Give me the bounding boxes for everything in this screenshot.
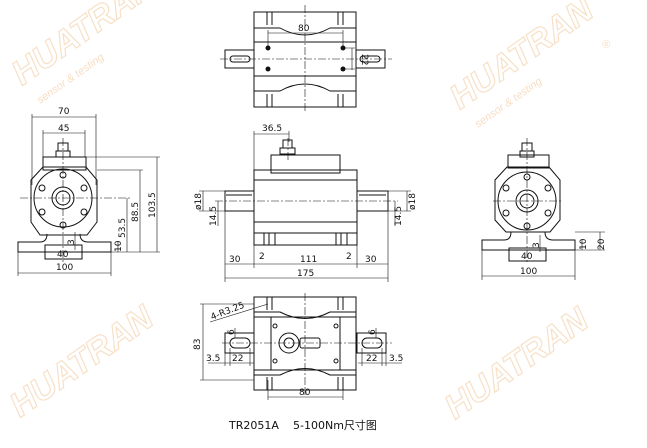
dim-10: 10: [114, 240, 124, 252]
top-view: 80 22: [220, 5, 392, 112]
dim-88-5: 88.5: [131, 202, 141, 222]
dim-103-5: 103.5: [148, 192, 158, 218]
front-view: 36.5 ø18 ø18 14.5 14.5 30 2 111 2 30 175: [194, 124, 418, 282]
dim-6-left: 6: [227, 329, 237, 335]
dim-22: 22: [359, 54, 369, 65]
dim-80: 80: [299, 388, 311, 398]
dim-111: 111: [300, 255, 317, 265]
dim-3: 3: [532, 242, 542, 248]
watermark-brand: HUATRAN: [438, 300, 597, 427]
dim-dia-18-right: ø18: [408, 193, 418, 210]
dim-30-right: 30: [365, 255, 377, 265]
watermark-registered: ®: [602, 39, 611, 51]
dim-2-right: 2: [346, 252, 352, 262]
watermark-logo: HUATRAN sensor & testing HUATRAN sensor …: [2, 0, 611, 427]
caption-model: TR2051A: [228, 419, 279, 432]
side-view-right: 3 10 20 40 100: [481, 138, 607, 280]
dim-22-right: 22: [366, 354, 377, 364]
dim-40: 40: [521, 252, 533, 262]
dim-10: 10: [579, 238, 589, 250]
side-view-left: 70 45 53.5 88.5 103.5 10 3 40 100: [17, 107, 160, 276]
bottom-view: 4-R3.25 83 6 6 3.5 22 22 3.5 80: [193, 293, 403, 400]
dim-30-left: 30: [229, 255, 241, 265]
dim-80: 80: [298, 24, 310, 34]
dim-6-right: 6: [368, 329, 378, 335]
mounting-hole: [265, 66, 271, 72]
dim-2-left: 2: [259, 252, 265, 262]
dim-3-5-left: 3.5: [206, 354, 220, 364]
dim-14-5-right: 14.5: [394, 206, 404, 226]
dim-3: 3: [67, 239, 77, 245]
dim-dia-18-left: ø18: [194, 193, 204, 210]
mounting-hole: [265, 45, 271, 51]
dim-100: 100: [56, 263, 73, 273]
caption-title: 5-100Nm尺寸图: [293, 418, 377, 432]
dim-53-5: 53.5: [118, 218, 128, 238]
dim-40: 40: [57, 250, 69, 260]
mounting-hole: [340, 66, 346, 72]
dim-83: 83: [193, 339, 203, 350]
watermark-brand: HUATRAN: [5, 0, 164, 93]
dim-22-left: 22: [232, 354, 243, 364]
dim-3-5-right: 3.5: [389, 354, 403, 364]
dim-100: 100: [520, 267, 537, 277]
dim-14-5-left: 14.5: [209, 206, 219, 226]
dim-45: 45: [58, 124, 69, 134]
watermark-brand: HUATRAN: [3, 298, 162, 425]
dim-70: 70: [58, 107, 70, 117]
dim-175: 175: [297, 269, 314, 279]
dim-20: 20: [597, 238, 607, 250]
dim-36-5: 36.5: [262, 124, 282, 134]
mounting-hole: [340, 45, 346, 51]
